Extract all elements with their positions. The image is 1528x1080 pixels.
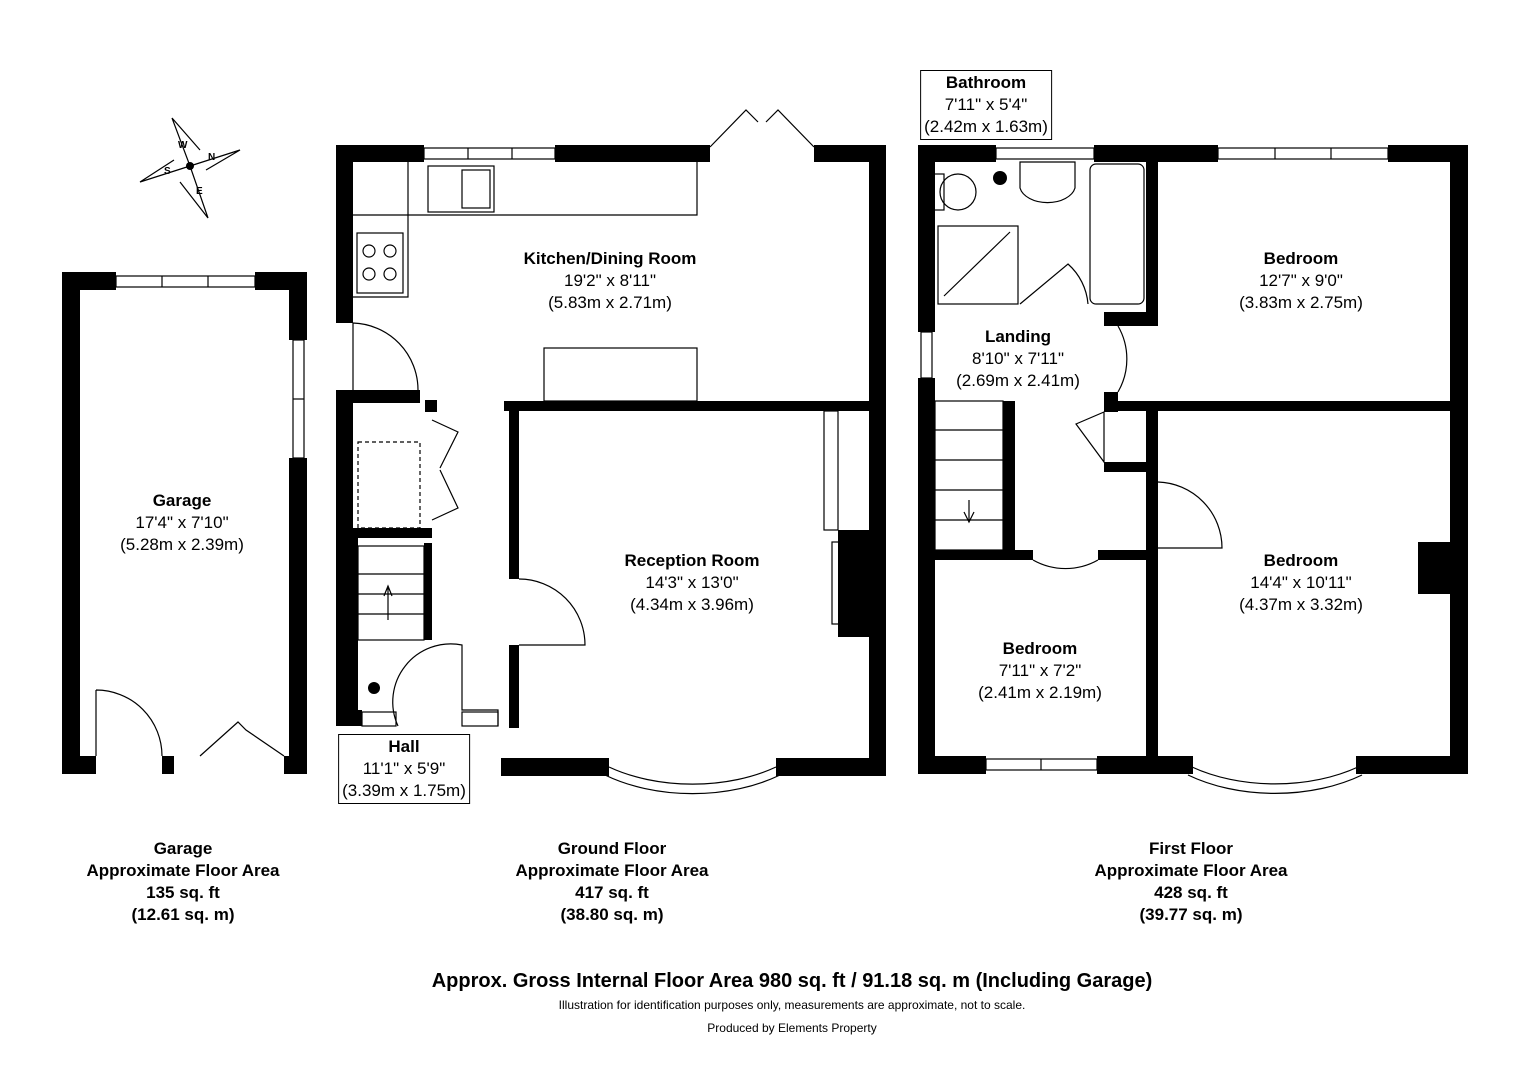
compass-s: S (164, 166, 171, 177)
compass-n: N (208, 152, 216, 163)
gross-floor-area: Approx. Gross Internal Floor Area 980 sq… (431, 970, 1153, 992)
compass-w: W (178, 140, 188, 151)
producer-credit: Produced by Elements Property (707, 1021, 877, 1035)
first-floor-walls (918, 145, 1468, 774)
garage-walls (62, 272, 307, 774)
compass-rose-icon: W N S E (150, 128, 230, 208)
ground-floor-walls (336, 145, 886, 776)
disclaimer-text: Illustration for identification purposes… (558, 998, 1026, 1012)
compass-e: E (196, 186, 203, 197)
